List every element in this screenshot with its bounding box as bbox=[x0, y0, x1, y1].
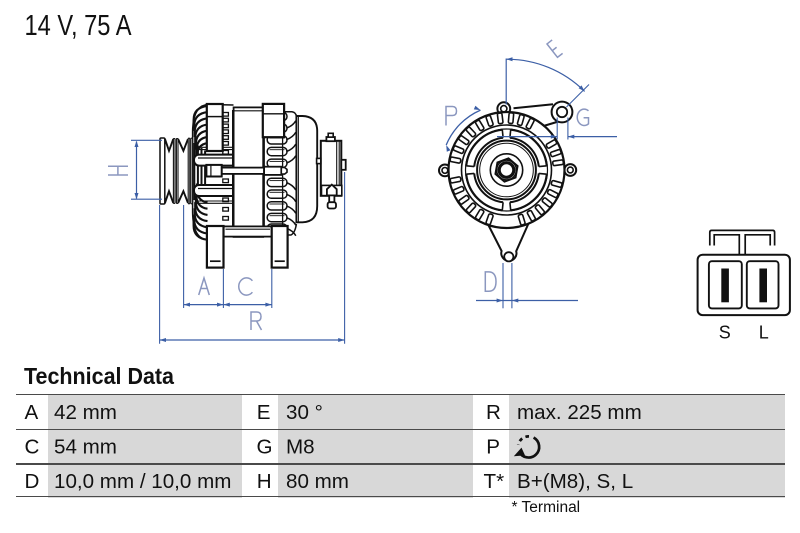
svg-text:P: P bbox=[486, 436, 500, 459]
svg-text:S: S bbox=[719, 323, 731, 343]
svg-text:M8: M8 bbox=[286, 436, 315, 459]
svg-text:T*: T* bbox=[484, 470, 505, 493]
svg-text:* Terminal: * Terminal bbox=[512, 499, 581, 516]
svg-text:R: R bbox=[486, 401, 501, 424]
svg-text:C: C bbox=[25, 436, 40, 459]
svg-text:H: H bbox=[257, 470, 272, 493]
svg-text:80 mm: 80 mm bbox=[286, 470, 349, 493]
svg-text:B+(M8), S, L: B+(M8), S, L bbox=[517, 470, 633, 493]
svg-text:10,0 mm / 10,0 mm: 10,0 mm / 10,0 mm bbox=[54, 470, 231, 493]
svg-text:Technical Data: Technical Data bbox=[24, 363, 175, 389]
svg-text:max. 225 mm: max. 225 mm bbox=[517, 401, 642, 424]
svg-text:14 V, 75 A: 14 V, 75 A bbox=[25, 10, 133, 42]
svg-text:G: G bbox=[257, 436, 273, 459]
svg-text:L: L bbox=[759, 323, 769, 343]
svg-text:30 °: 30 ° bbox=[286, 401, 323, 424]
svg-text:E: E bbox=[257, 401, 271, 424]
svg-text:D: D bbox=[25, 470, 40, 493]
svg-text:42 mm: 42 mm bbox=[54, 401, 117, 424]
svg-text:A: A bbox=[25, 401, 39, 424]
svg-text:54 mm: 54 mm bbox=[54, 436, 117, 459]
